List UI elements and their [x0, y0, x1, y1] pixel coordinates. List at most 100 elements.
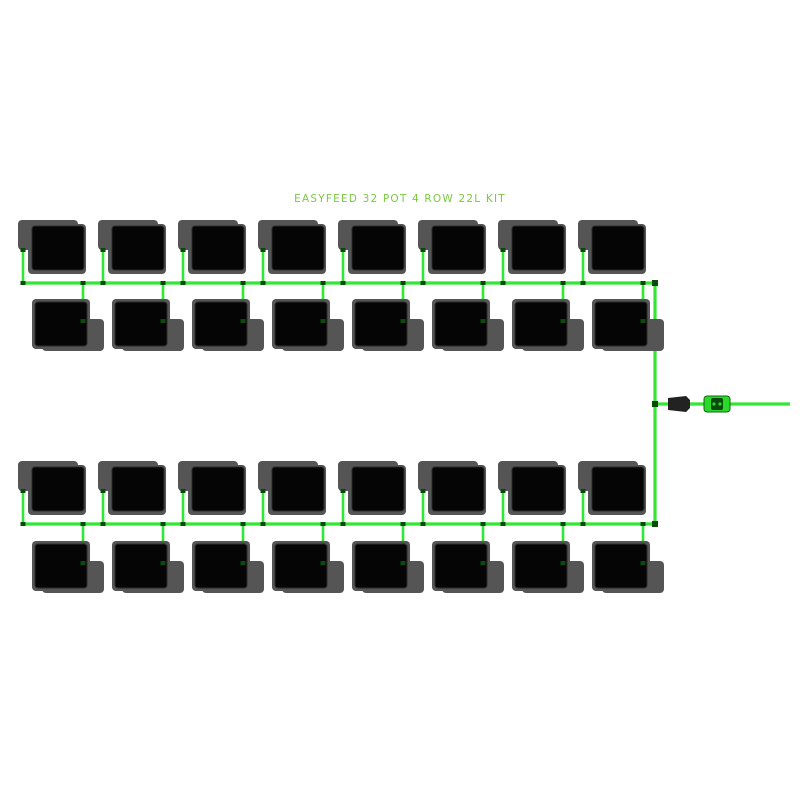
tee-fitting [652, 401, 658, 407]
pot-body [114, 301, 168, 347]
pot [432, 541, 504, 593]
dripper [400, 319, 406, 323]
pot-body [351, 466, 405, 512]
pot-grid [18, 220, 664, 593]
tee-fitting [160, 522, 166, 526]
pot-body [591, 466, 645, 512]
pot [578, 220, 646, 274]
pot-body [111, 466, 165, 512]
pot [192, 541, 264, 593]
dripper [500, 248, 506, 252]
dripper [260, 248, 266, 252]
pot-body [34, 301, 88, 347]
pot [498, 461, 566, 515]
pot [498, 220, 566, 274]
hose-connector-icon [703, 395, 731, 413]
dripper [160, 561, 166, 565]
pot [272, 541, 344, 593]
dripper [400, 561, 406, 565]
tee-fitting [320, 281, 326, 285]
tee-fitting [420, 281, 426, 285]
dripper [500, 489, 506, 493]
pot [178, 461, 246, 515]
dripper [80, 319, 86, 323]
pot [432, 299, 504, 351]
dripper [560, 319, 566, 323]
pot [258, 220, 326, 274]
pot [592, 541, 664, 593]
dripper [480, 319, 486, 323]
pot-body [594, 543, 648, 589]
dripper [320, 561, 326, 565]
tee-fitting [160, 281, 166, 285]
tee-fitting [400, 522, 406, 526]
pot [98, 220, 166, 274]
dripper [100, 248, 106, 252]
elbow-fitting [652, 521, 658, 527]
pot [338, 220, 406, 274]
pot [352, 541, 424, 593]
pot [352, 299, 424, 351]
dripper [420, 489, 426, 493]
dripper [420, 248, 426, 252]
pot-body [114, 543, 168, 589]
pot [418, 461, 486, 515]
dripper [20, 248, 26, 252]
pot-body [594, 301, 648, 347]
pot [418, 220, 486, 274]
tee-fitting [420, 522, 426, 526]
kit-title: EASYFEED 32 POT 4 ROW 22L KIT [294, 193, 506, 205]
pot-body [431, 466, 485, 512]
tee-fitting [320, 522, 326, 526]
stop-valve-icon [668, 396, 690, 412]
tee-fitting [180, 522, 186, 526]
pot-body [511, 466, 565, 512]
tee-fitting [260, 522, 266, 526]
tee-fitting [560, 281, 566, 285]
pot [192, 299, 264, 351]
dripper [340, 489, 346, 493]
dripper [100, 489, 106, 493]
pot-body [191, 466, 245, 512]
fittings [20, 248, 731, 565]
pot-body [431, 225, 485, 271]
dripper [80, 561, 86, 565]
pot-body [274, 301, 328, 347]
pot [32, 299, 104, 351]
pot [112, 541, 184, 593]
dripper [340, 248, 346, 252]
pot-body [34, 543, 88, 589]
dripper [320, 319, 326, 323]
tee-fitting [180, 281, 186, 285]
pot [578, 461, 646, 515]
dripper [20, 489, 26, 493]
pot-body [434, 301, 488, 347]
pot-body [271, 466, 325, 512]
tee-fitting [480, 522, 486, 526]
pot [18, 461, 86, 515]
tee-fitting [400, 281, 406, 285]
dripper [580, 248, 586, 252]
pot-body [31, 466, 85, 512]
tee-fitting [20, 522, 26, 526]
tee-fitting [500, 281, 506, 285]
pot-body [511, 225, 565, 271]
dripper [240, 319, 246, 323]
pot-body [514, 543, 568, 589]
tee-fitting [500, 522, 506, 526]
dripper [560, 561, 566, 565]
pot [98, 461, 166, 515]
dripper [640, 561, 646, 565]
dripper [240, 561, 246, 565]
pot-body [191, 225, 245, 271]
dripper [640, 319, 646, 323]
dripper [160, 319, 166, 323]
pot-body [354, 301, 408, 347]
pot-body [514, 301, 568, 347]
tee-fitting [580, 281, 586, 285]
pot [112, 299, 184, 351]
pot-body [274, 543, 328, 589]
tee-fitting [580, 522, 586, 526]
pot-body [271, 225, 325, 271]
